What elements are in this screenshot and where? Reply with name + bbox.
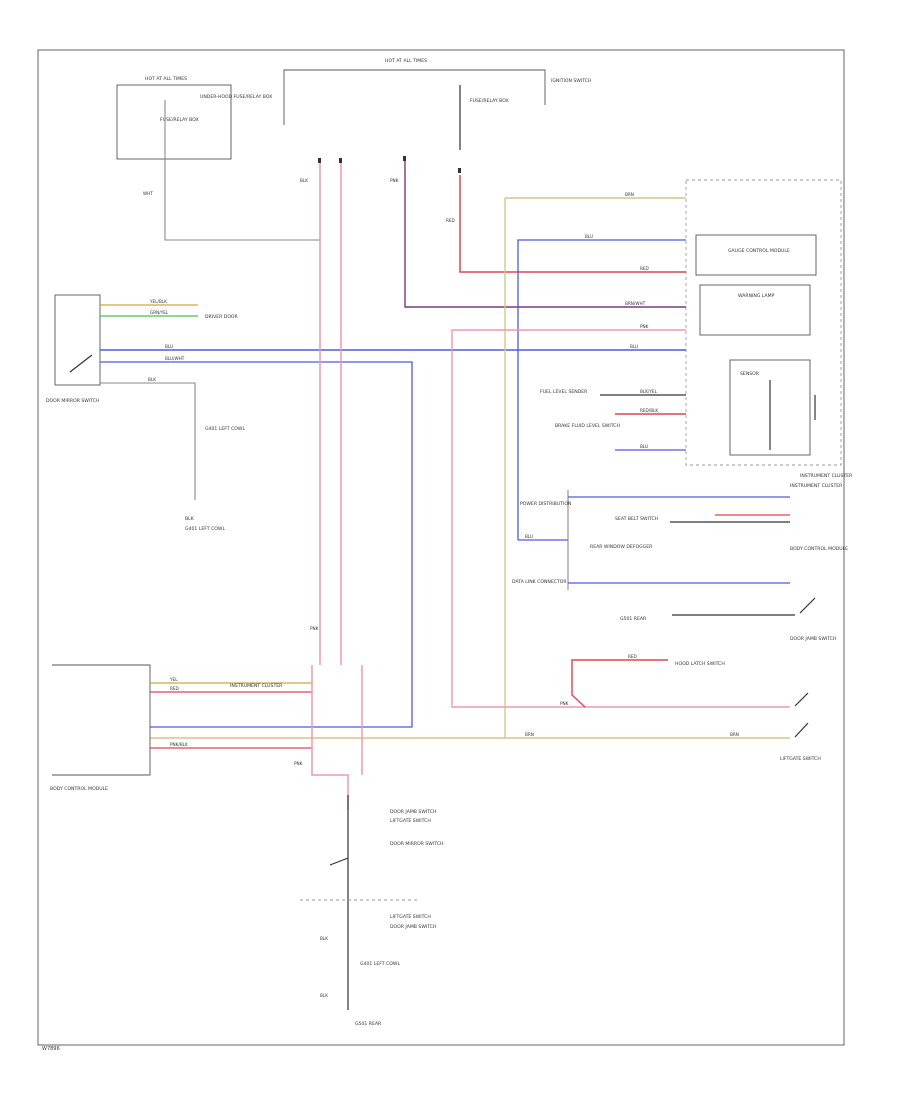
pin-top-2 (339, 158, 342, 163)
wire-blue-mid-1-left-label: POWER DISTRIBUTION (520, 501, 571, 507)
liftgate-switch-label: LIFTGATE SWITCH (780, 756, 821, 762)
wire-tan-bottom-tag: BRN (525, 732, 534, 737)
wire-red-top-tag: RED (640, 266, 649, 271)
footer-code: W7896 (42, 1046, 60, 1052)
bcm-box (52, 664, 151, 776)
wire-pink-lower-tag: PNK (294, 761, 303, 766)
bcm-wire-dest: INSTRUMENT CLUSTER (230, 683, 283, 689)
wire-red-top (459, 175, 686, 273)
wire-purple (404, 161, 686, 308)
wire-blue-cluster-bottom-tag: BLU (525, 534, 533, 539)
fuse-box-top-left-title: HOT AT ALL TIMES (145, 76, 187, 82)
wire-pink-loop-tag-bottom: PNK (560, 701, 569, 706)
wire-tan-top-tag: BRN (625, 192, 634, 197)
wire-red-brake-label: BRAKE FLUID LEVEL SWITCH (555, 423, 620, 429)
doorjamb-switch-contact (799, 597, 816, 614)
diagram-border (37, 49, 845, 1046)
lower-switch-tag-1: BLK (320, 936, 328, 941)
lower-switch-tag-2: BLK (320, 993, 328, 998)
pin-top-tag-1: BLK (300, 178, 308, 183)
fuse-box-top-center (283, 69, 546, 125)
door-mirror-switch-box (54, 294, 101, 386)
instrument-cluster-label: INSTRUMENT CLUSTER (800, 473, 853, 479)
wire-pink-loop (451, 329, 790, 708)
ground-g401-label: G401 LEFT COWL (205, 426, 245, 432)
wire-doorjamb-right-label: DOOR JAMB SWITCH (790, 636, 836, 642)
wire-purple-tag: BRN/WHT (625, 301, 646, 306)
fuse-box-top-center-label: IGNITION SWITCH (551, 78, 591, 84)
cluster-inner-2-label: WARNING LAMP (738, 293, 775, 299)
gray-ground-mirror (100, 382, 196, 500)
fuse-box-top-left-fuse: FUSE/RELAY BOX (160, 117, 199, 123)
wire-blue-mirror-2-tag: BLU/WHT (165, 356, 185, 361)
wire-blue-mid-2-label: DATA LINK CONNECTOR (512, 579, 567, 585)
wire-blue-mirror-tag: BLU (165, 344, 173, 349)
fuse-box-top-left-label: UNDER-HOOD FUSE/RELAY BOX (200, 94, 272, 100)
fuse-box-top-left (116, 84, 232, 160)
cluster-inner-2 (699, 284, 811, 336)
wire-mid-label-1: SEAT BELT SWITCH (615, 516, 658, 522)
wire-blue-seatbelt-tag: BLU (640, 444, 648, 449)
wire-red-lower-tag: RED (628, 654, 637, 659)
wire-red-lower-label: HOOD LATCH SWITCH (675, 661, 725, 667)
wire-blue-cluster-tag: BLU (585, 234, 593, 239)
lower-switch-contact (329, 857, 349, 866)
wire-blue-mirror-2 (100, 361, 413, 728)
wire-yellow-left-tag: YEL/BLK (149, 299, 167, 304)
wire-red-brake-tag: RED/BLK (640, 408, 658, 413)
wire-doorjamb-left-label: G501 REAR (620, 616, 647, 622)
lower-switch-label-5: DOOR JAMB SWITCH (390, 924, 436, 930)
pin-top-3 (403, 156, 406, 161)
ground-g401-bottom: BLK (185, 516, 195, 522)
pin-top-tag-2: PNK (390, 178, 399, 183)
cluster-inner-1 (695, 234, 817, 276)
wire-pink-bcm-tag: RED (170, 686, 179, 691)
gray-wire-top-left (164, 159, 321, 241)
door-mirror-switch-contact (69, 354, 93, 373)
wire-pink-lower-1 (311, 665, 349, 810)
wire-green-left-dest: DRIVER DOOR (205, 314, 239, 320)
wire-blue-mid-1-right-label: INSTRUMENT CLUSTER (790, 483, 843, 489)
gray-wire-top-left-tag: WHT (143, 191, 153, 196)
liftgate-switch-contact-2 (794, 692, 809, 707)
pin-top-1 (318, 158, 321, 163)
wire-black-fuel-tag: BLK/YEL (640, 389, 658, 394)
bcm-label: BODY CONTROL MODULE (50, 786, 108, 792)
wire-blue-mirror-tag-right: BLU (630, 344, 638, 349)
gray-ground-mirror-tag: BLK (148, 377, 156, 382)
lower-switch-label-2: LIFTGATE SWITCH (390, 818, 431, 824)
lower-switch-label-4: LIFTGATE SWITCH (390, 914, 431, 920)
wire-black-fuel-label: FUEL LEVEL SENDER (540, 389, 588, 395)
lower-switch-label-3: DOOR MIRROR SWITCH (390, 841, 443, 847)
fuse-box-top-center-fuse: FUSE/RELAY BOX (470, 98, 509, 104)
wire-blue-mid-2-right: BODY CONTROL MODULE (790, 546, 848, 552)
lower-switch-bottom-label: G501 REAR (355, 1021, 382, 1027)
wire-tan-bottom-tag-right: BRN (730, 732, 739, 737)
wire-pink-bcm-2-tag: PNK/BLK (170, 742, 188, 747)
cluster-inner-3-label: SENSOR (740, 371, 760, 377)
cluster-inner-1-label: GAUGE CONTROL MODULE (728, 248, 790, 254)
wire-pink-loop-tag: PNK (640, 324, 649, 329)
instrument-cluster-box (685, 179, 842, 466)
wire-mid-label-2: REAR WINDOW DEFOGGER (590, 544, 653, 550)
pin-top-tag-3: RED (446, 218, 455, 223)
wire-yellow-bcm-tag: YEL (169, 677, 178, 682)
wire-pink-vertical-tag: PNK (310, 626, 319, 631)
lower-switch-ground-label: G401 LEFT COWL (360, 961, 400, 967)
fuse-box-top-center-title: HOT AT ALL TIMES (385, 58, 427, 64)
wire-green-left-tag: GRN/YEL (150, 310, 169, 315)
liftgate-switch-contact (794, 722, 809, 738)
ground-g401-bottom-2: G401 LEFT COWL (185, 526, 225, 532)
lower-switch-label-1: DOOR JAMB SWITCH (390, 809, 436, 815)
pin-top-4 (458, 168, 461, 173)
wire-red-lower (571, 659, 668, 708)
wire-blue-cluster (517, 239, 686, 540)
cluster-inner-3 (729, 359, 811, 456)
door-mirror-switch-label: DOOR MIRROR SWITCH (46, 398, 99, 404)
